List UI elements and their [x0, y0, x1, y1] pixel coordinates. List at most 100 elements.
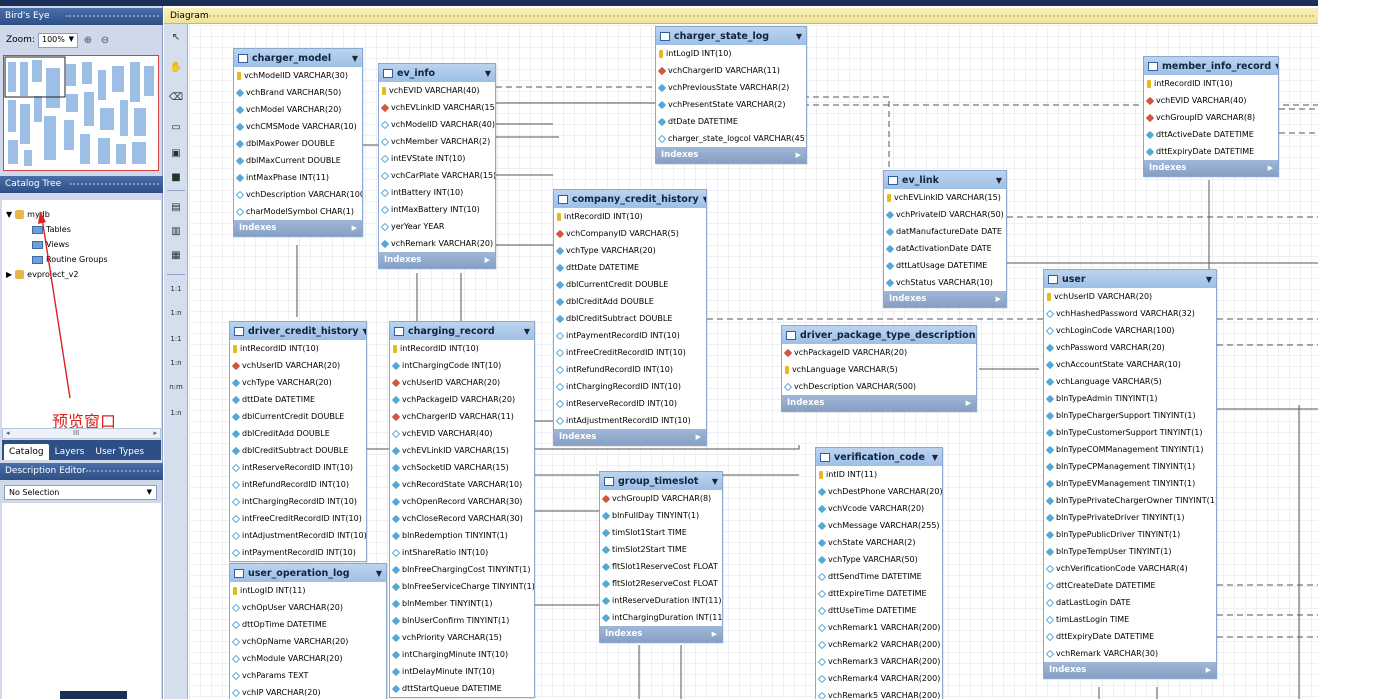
- table-charger-model[interactable]: charger_model▼vchModelID VARCHAR(30)vchB…: [233, 48, 363, 237]
- table-column[interactable]: intBattery INT(10): [379, 184, 495, 201]
- table-column[interactable]: intLogID INT(10): [656, 45, 806, 62]
- table-column[interactable]: blnTypeCPManagement TINYINT(1): [1044, 458, 1216, 475]
- rel-1-1-id-tool[interactable]: 1:1: [170, 335, 182, 343]
- table-header[interactable]: driver_package_type_description▼: [782, 326, 976, 344]
- table-header[interactable]: user▼: [1044, 270, 1216, 288]
- table-column[interactable]: datActivationDate DATE: [884, 240, 1006, 257]
- rel-1-1-tool[interactable]: 1:1: [170, 285, 182, 293]
- table-column[interactable]: vchCarPlate VARCHAR(15): [379, 167, 495, 184]
- table-header[interactable]: ev_info▼: [379, 64, 495, 82]
- table-column[interactable]: intChargingCode INT(10): [390, 357, 534, 374]
- table-column[interactable]: dblCreditAdd DOUBLE: [230, 425, 366, 442]
- table-column[interactable]: intRecordID INT(10): [230, 340, 366, 357]
- collapse-table-icon[interactable]: ▼: [363, 327, 366, 336]
- table-column[interactable]: intRecordID INT(10): [554, 208, 706, 225]
- table-column[interactable]: vchOpUser VARCHAR(20): [230, 599, 386, 616]
- table-column[interactable]: vchMember VARCHAR(2): [379, 133, 495, 150]
- tree-item-evproject[interactable]: ▶evproject_v2: [6, 270, 78, 279]
- table-header[interactable]: driver_credit_history▼: [230, 322, 366, 340]
- zoom-out-icon[interactable]: ⊖: [100, 34, 110, 46]
- note-tool-icon[interactable]: ▣: [171, 148, 181, 159]
- expand-icon[interactable]: ▼: [6, 210, 13, 219]
- table-column[interactable]: dttSendTime DATETIME: [816, 568, 942, 585]
- table-header[interactable]: charging_record▼: [390, 322, 534, 340]
- table-column[interactable]: dblMaxCurrent DOUBLE: [234, 152, 362, 169]
- table-column[interactable]: timLastLogin TIME: [1044, 611, 1216, 628]
- table-column[interactable]: intMaxBattery INT(10): [379, 201, 495, 218]
- table-column[interactable]: vchType VARCHAR(20): [554, 242, 706, 259]
- birds-eye-preview[interactable]: [3, 55, 159, 171]
- expand-indexes-icon[interactable]: ▶: [711, 630, 717, 638]
- table-column[interactable]: vchGroupID VARCHAR(8): [1144, 109, 1278, 126]
- table-column[interactable]: intRecordID INT(10): [390, 340, 534, 357]
- table-column[interactable]: blnTypePrivateChargerOwner TINYINT(1): [1044, 492, 1216, 509]
- table-column[interactable]: vchPresentState VARCHAR(2): [656, 96, 806, 113]
- table-column[interactable]: blnMember TINYINT(1): [390, 595, 534, 612]
- table-column[interactable]: vchPriority VARCHAR(15): [390, 629, 534, 646]
- table-column[interactable]: blnUserConfirm TINYINT(1): [390, 612, 534, 629]
- table-column[interactable]: vchModule VARCHAR(20): [230, 650, 386, 667]
- table-column[interactable]: intAdjustmentRecordID INT(10): [230, 527, 366, 544]
- table-column[interactable]: vchSocketID VARCHAR(15): [390, 459, 534, 476]
- table-column[interactable]: charger_state_logcol VARCHAR(45): [656, 130, 806, 147]
- table-column[interactable]: intReserveRecordID INT(10): [554, 395, 706, 412]
- table-column[interactable]: vchPassword VARCHAR(20): [1044, 339, 1216, 356]
- table-column[interactable]: dttOpTime DATETIME: [230, 616, 386, 633]
- table-column[interactable]: vchMessage VARCHAR(255): [816, 517, 942, 534]
- tab-layers[interactable]: Layers: [54, 447, 85, 457]
- table-column[interactable]: blnTypeCOMManagement TINYINT(1): [1044, 441, 1216, 458]
- table-column[interactable]: vchLanguage VARCHAR(5): [1044, 373, 1216, 390]
- table-column[interactable]: vchOpName VARCHAR(20): [230, 633, 386, 650]
- table-column[interactable]: yerYear YEAR: [379, 218, 495, 235]
- zoom-select[interactable]: 100%▼: [37, 32, 78, 48]
- table-column[interactable]: vchEVLinkID VARCHAR(15): [884, 189, 1006, 206]
- table-column[interactable]: datLastLogin DATE: [1044, 594, 1216, 611]
- table-column[interactable]: vchModelID VARCHAR(40): [379, 116, 495, 133]
- zoom-in-icon[interactable]: ⊕: [83, 34, 93, 46]
- expand-indexes-icon[interactable]: ▶: [795, 151, 801, 159]
- table-header[interactable]: user_operation_log▼: [230, 564, 386, 582]
- table-column[interactable]: intMaxPhase INT(11): [234, 169, 362, 186]
- collapse-icon[interactable]: ▶: [6, 270, 13, 279]
- table-column[interactable]: vchChargerID VARCHAR(11): [390, 408, 534, 425]
- table-header[interactable]: group_timeslot▼: [600, 472, 722, 490]
- table-column[interactable]: intReserveRecordID INT(10): [230, 459, 366, 476]
- table-column[interactable]: dttCreateDate DATETIME: [1044, 577, 1216, 594]
- table-column[interactable]: blnFreeChargingCost TINYINT(1): [390, 561, 534, 578]
- table-column[interactable]: vchRemark VARCHAR(20): [379, 235, 495, 252]
- pointer-tool-icon[interactable]: ↖: [171, 32, 181, 43]
- table-column[interactable]: blnTypePublicDriver TINYINT(1): [1044, 526, 1216, 543]
- table-column[interactable]: intChargingMinute INT(10): [390, 646, 534, 663]
- collapse-table-icon[interactable]: ▼: [375, 568, 382, 578]
- layer-tool-icon[interactable]: ▭: [171, 122, 181, 133]
- description-editor[interactable]: [2, 503, 161, 699]
- routine-tool-icon[interactable]: ▦: [171, 250, 181, 261]
- table-column[interactable]: vchRemark2 VARCHAR(200): [816, 636, 942, 653]
- table-column[interactable]: vchRemark VARCHAR(30): [1044, 645, 1216, 662]
- table-group-timeslot[interactable]: group_timeslot▼vchGroupID VARCHAR(8)blnF…: [599, 471, 723, 643]
- table-column[interactable]: vchVcode VARCHAR(20): [816, 500, 942, 517]
- description-select[interactable]: No Selection▼: [4, 485, 157, 500]
- table-user[interactable]: user▼vchUserID VARCHAR(20)vchHashedPassw…: [1043, 269, 1217, 679]
- scroll-left-icon[interactable]: ◂: [6, 429, 10, 437]
- tree-item-mydb[interactable]: ▼mydb: [6, 210, 50, 219]
- table-column[interactable]: vchUserID VARCHAR(20): [390, 374, 534, 391]
- table-header[interactable]: verification_code▼: [816, 448, 942, 466]
- table-column[interactable]: vchRemark1 VARCHAR(200): [816, 619, 942, 636]
- table-column[interactable]: dttActiveDate DATETIME: [1144, 126, 1278, 143]
- table-column[interactable]: dttDate DATETIME: [230, 391, 366, 408]
- indexes-section[interactable]: Indexes▶: [782, 395, 976, 411]
- table-column[interactable]: vchEVID VARCHAR(40): [1144, 92, 1278, 109]
- collapse-table-icon[interactable]: ▼: [995, 175, 1002, 185]
- table-column[interactable]: vchCompanyID VARCHAR(5): [554, 225, 706, 242]
- table-column[interactable]: dblCreditSubtract DOUBLE: [230, 442, 366, 459]
- table-header[interactable]: member_info_record▼: [1144, 57, 1278, 75]
- table-column[interactable]: intAdjustmentRecordID INT(10): [554, 412, 706, 429]
- table-column[interactable]: vchUserID VARCHAR(20): [230, 357, 366, 374]
- table-column[interactable]: vchPreviousState VARCHAR(2): [656, 79, 806, 96]
- table-column[interactable]: intDelayMinute INT(10): [390, 663, 534, 680]
- table-column[interactable]: intChargingRecordID INT(10): [554, 378, 706, 395]
- table-column[interactable]: intPaymentRecordID INT(10): [554, 327, 706, 344]
- table-column[interactable]: vchChargerID VARCHAR(11): [656, 62, 806, 79]
- diagram-canvas[interactable]: charger_model▼vchModelID VARCHAR(30)vchB…: [189, 25, 1318, 699]
